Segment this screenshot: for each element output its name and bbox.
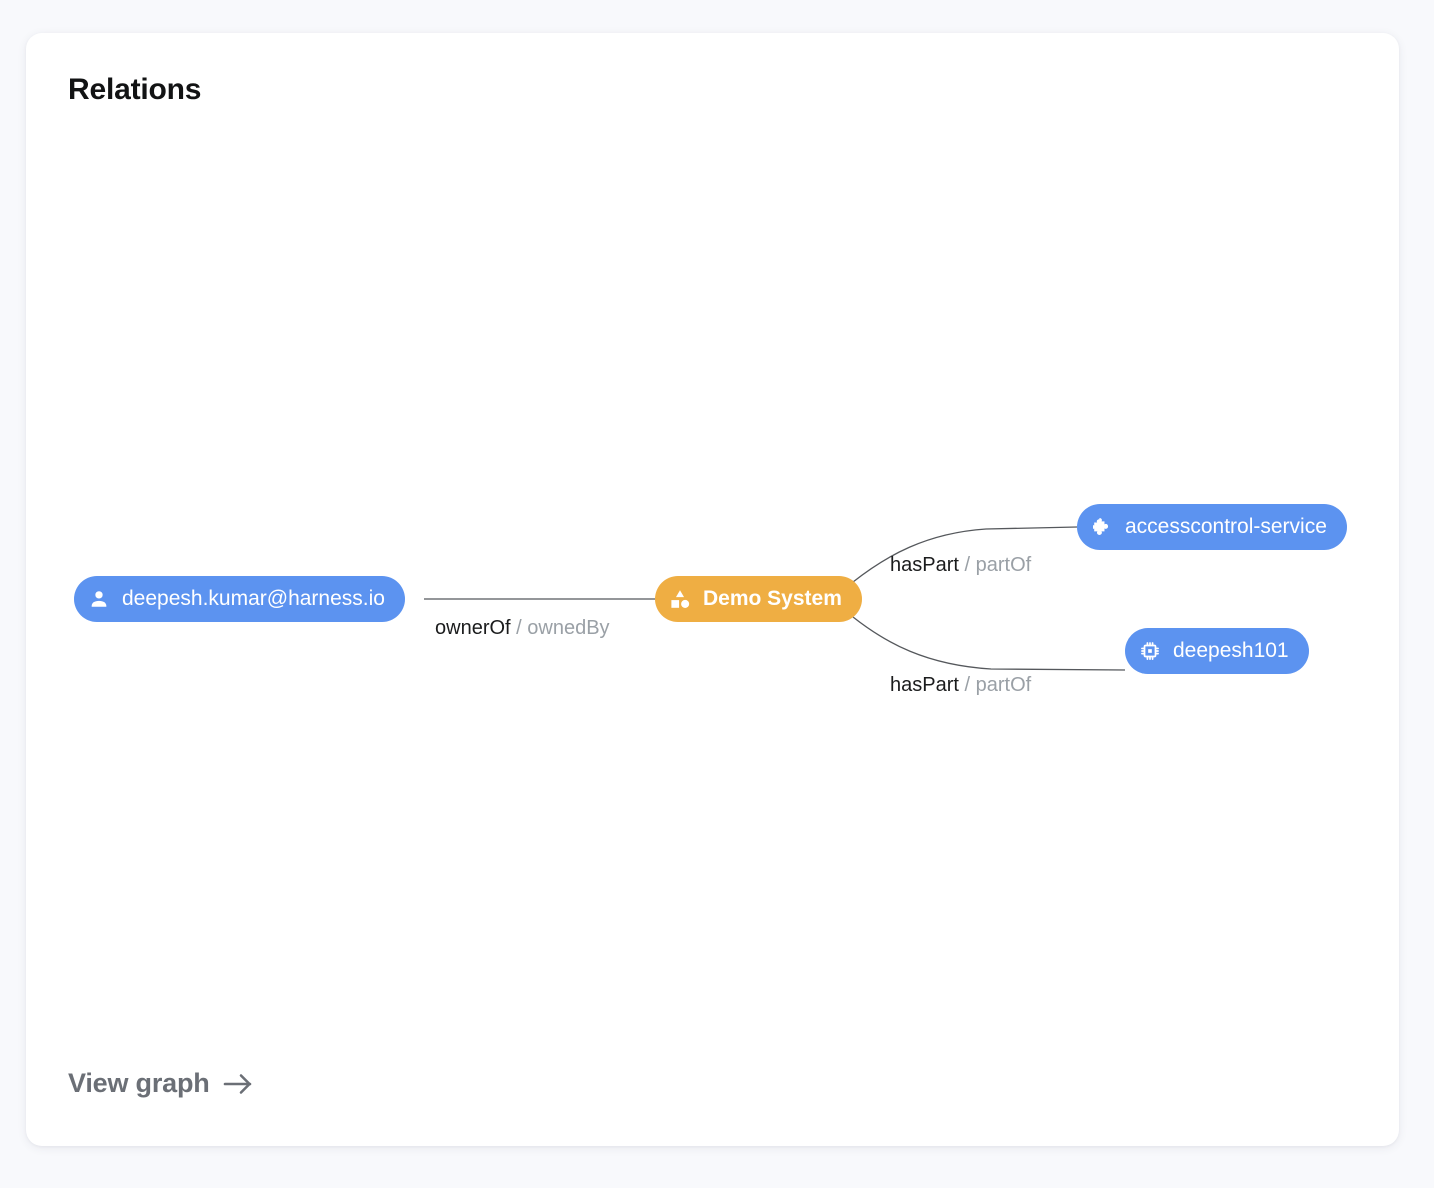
relations-graph[interactable]: deepesh.kumar@harness.io Demo System acc… bbox=[26, 33, 1399, 1146]
edge-label-forward: hasPart bbox=[890, 674, 959, 696]
edge-system-resource bbox=[852, 616, 1126, 671]
edge-label-owner-of: ownerOf / ownedBy bbox=[435, 616, 610, 640]
graph-node-label: Demo System bbox=[703, 587, 842, 610]
graph-node-label: accesscontrol-service bbox=[1125, 515, 1327, 538]
graph-node-label: deepesh101 bbox=[1173, 639, 1289, 662]
edge-label-reverse: partOf bbox=[975, 674, 1032, 696]
page-title: Relations bbox=[68, 73, 202, 106]
graph-node-label: deepesh.kumar@harness.io bbox=[122, 587, 385, 610]
arrow-right-icon bbox=[222, 1071, 254, 1097]
graph-edges bbox=[424, 526, 1126, 671]
edge-label-forward: ownerOf bbox=[435, 617, 511, 639]
graph-node-user[interactable]: deepesh.kumar@harness.io bbox=[74, 576, 405, 622]
shapes-icon bbox=[669, 588, 691, 610]
puzzle-piece-icon bbox=[1091, 516, 1113, 538]
graph-node-resource[interactable]: deepesh101 bbox=[1125, 628, 1309, 674]
edge-label-has-part-resource: hasPart / partOf bbox=[890, 673, 1031, 697]
edge-label-separator: / bbox=[958, 674, 976, 696]
edge-label-reverse: ownedBy bbox=[527, 617, 610, 639]
edge-label-has-part-component: hasPart / partOf bbox=[890, 553, 1031, 577]
edge-label-reverse: partOf bbox=[975, 554, 1032, 576]
edge-label-separator: / bbox=[510, 617, 528, 639]
graph-node-system[interactable]: Demo System bbox=[655, 576, 862, 622]
person-icon bbox=[88, 588, 110, 610]
edge-label-forward: hasPart bbox=[890, 554, 959, 576]
edge-system-component bbox=[852, 526, 1078, 583]
relations-card: Relations deepesh.kumar@harness.io bbox=[26, 33, 1399, 1146]
edge-label-separator: / bbox=[958, 554, 976, 576]
view-graph-label: View graph bbox=[68, 1068, 210, 1098]
view-graph-link[interactable]: View graph bbox=[68, 1068, 254, 1099]
chip-icon bbox=[1139, 640, 1161, 662]
graph-node-component[interactable]: accesscontrol-service bbox=[1077, 504, 1347, 550]
